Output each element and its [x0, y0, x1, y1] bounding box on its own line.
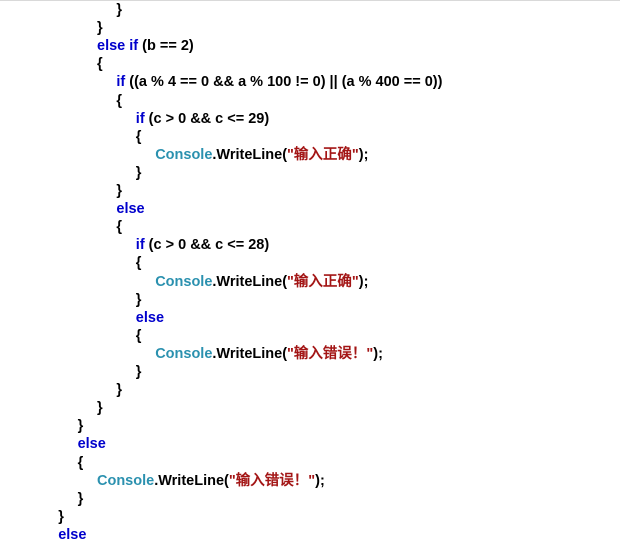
code-text: }	[77, 490, 84, 507]
code-text: }	[116, 382, 123, 399]
code-line: }	[136, 164, 142, 182]
code-line: else if (b == 2)	[97, 37, 194, 55]
code-line: }	[97, 19, 103, 37]
code-keyword: else	[116, 201, 145, 218]
code-line: }	[116, 182, 122, 200]
code-keyword: else	[135, 309, 165, 326]
code-keyword: else if	[97, 38, 139, 55]
code-text: );	[373, 345, 383, 362]
code-line: else	[78, 435, 106, 453]
top-divider	[0, 0, 620, 1]
code-line: Console.WriteLine("输入正确");	[155, 273, 368, 291]
code-line: if ((a % 4 == 0 && a % 100 != 0) || (a %…	[116, 73, 442, 91]
code-line: {	[136, 327, 142, 345]
code-line: {	[78, 454, 84, 472]
code-string-literal: "输入正确"	[287, 273, 359, 290]
code-keyword: else	[58, 526, 87, 543]
code-line: {	[116, 218, 122, 236]
code-text: }	[97, 20, 103, 37]
code-line: }	[58, 508, 64, 526]
code-text: }	[58, 508, 64, 525]
code-text: }	[116, 2, 123, 18]
code-string-literal: "输入正确"	[287, 146, 359, 163]
code-text: }	[135, 364, 142, 380]
code-line: }	[78, 490, 84, 508]
code-text: }	[97, 400, 103, 417]
code-keyword: if	[116, 74, 126, 91]
code-text: {	[135, 327, 142, 344]
code-text: {	[77, 454, 84, 471]
code-type-name: Console	[155, 345, 213, 362]
code-text: .WriteLine(	[212, 273, 288, 290]
code-type-name: Console	[155, 146, 213, 163]
code-line: if (c > 0 && c <= 28)	[136, 236, 269, 254]
code-text: );	[358, 273, 369, 290]
code-line: if (c > 0 && c <= 29)	[136, 110, 269, 128]
code-text: (c > 0 && c <= 28)	[144, 237, 270, 254]
code-line: }	[136, 363, 142, 381]
code-text: {	[135, 128, 142, 145]
code-text: );	[315, 472, 325, 489]
code-type-name: Console	[97, 472, 155, 489]
code-line: else	[136, 309, 164, 327]
code-keyword: if	[135, 237, 145, 254]
code-line: Console.WriteLine("输入错误！");	[97, 472, 325, 490]
code-line: }	[78, 417, 84, 435]
code-line: }	[97, 399, 103, 417]
code-text: {	[135, 255, 142, 272]
code-text: ((a % 4 == 0 && a % 100 != 0) || (a % 40…	[125, 74, 443, 91]
code-line: else	[116, 200, 144, 218]
code-text: }	[135, 164, 142, 181]
code-line: else	[58, 526, 86, 544]
code-keyword: if	[135, 110, 145, 127]
code-text: }	[77, 418, 84, 435]
code-text: {	[116, 219, 123, 236]
code-keyword: else	[77, 436, 106, 453]
code-type-name: Console	[155, 273, 213, 290]
code-text: {	[116, 92, 123, 109]
code-string-literal: "输入错误！"	[228, 472, 316, 489]
code-text: .WriteLine(	[212, 146, 288, 163]
code-line: }	[116, 1, 122, 19]
code-line: {	[116, 92, 122, 110]
code-text: }	[135, 291, 142, 308]
code-line: {	[136, 254, 142, 272]
code-text: .WriteLine(	[212, 345, 288, 362]
code-string-literal: "输入错误！"	[287, 345, 374, 362]
code-line: {	[136, 128, 142, 146]
code-text: {	[97, 56, 103, 73]
code-line: Console.WriteLine("输入正确");	[155, 146, 368, 164]
code-line: Console.WriteLine("输入错误！");	[155, 345, 383, 363]
code-text: );	[358, 146, 369, 163]
code-text: .WriteLine(	[154, 472, 229, 489]
code-line: }	[136, 291, 142, 309]
code-text: }	[116, 183, 123, 199]
code-line: {	[97, 55, 103, 73]
code-text: (b == 2)	[138, 38, 194, 55]
code-line: }	[116, 381, 122, 399]
code-text: (c > 0 && c <= 29)	[144, 110, 270, 127]
